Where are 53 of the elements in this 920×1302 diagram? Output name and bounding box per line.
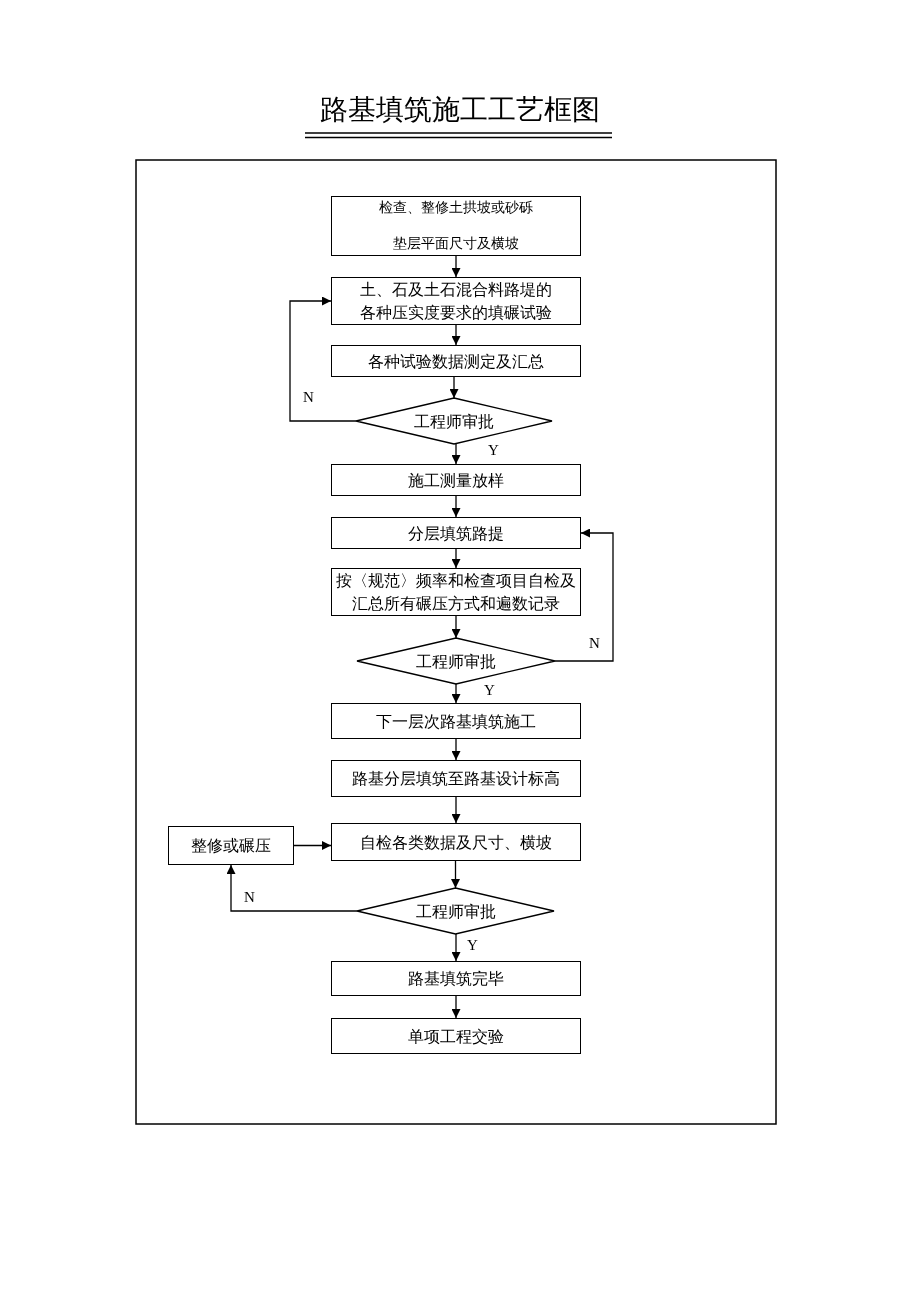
edge-label: N [302,389,315,405]
process-box [331,277,581,325]
arrow [451,324,461,346]
arrow [451,255,461,278]
node-text: 分层填筑路提 [407,523,505,544]
node-text: 自检各类数据及尺寸、横坡 [359,832,553,853]
edge-label: Y [483,682,496,698]
arrow [554,528,614,662]
diagram-title: 路基填筑施工工艺框图 [319,93,601,127]
decision-diamond [356,398,552,444]
arrow [451,933,461,962]
process-box [331,703,581,739]
edge-label: N [588,635,601,651]
node-text: 各种试验数据测定及汇总 [367,351,545,372]
process-box [331,464,581,496]
process-box [168,826,294,865]
arrow [293,841,332,850]
node-text: 按〈规范〉频率和检查项目自检及汇总所有碾压方式和遍数记录 [335,571,577,614]
process-box [331,1018,581,1054]
decision-diamond [357,888,554,934]
arrow [451,615,461,639]
node-text: 单项工程交验 [407,1026,505,1047]
node-text: 检查、整修土拱坡或砂砾垫层平面尺寸及横坡 [378,199,534,253]
node-text: 土、石及土石混合料路堤的各种压实度要求的填碾试验 [359,280,553,323]
node-text: 施工测量放样 [407,470,505,491]
process-box [331,823,581,861]
edge-label: N [243,889,256,905]
node-text: 整修或碾压 [190,836,272,856]
edge-label: Y [487,442,500,458]
process-box [331,517,581,549]
arrow [451,995,461,1019]
process-box [331,345,581,377]
arrow [451,443,461,465]
arrow [451,683,461,704]
process-box [331,196,581,256]
node-text: 下一层次路基填筑施工 [375,711,537,732]
node-text: 路基分层填筑至路基设计标高 [351,769,561,789]
arrow [226,864,358,912]
process-box [331,760,581,797]
arrow [289,296,357,422]
node-text: 工程师审批 [414,901,497,922]
arrow [451,548,461,569]
arrow [451,796,461,824]
process-box [331,961,581,996]
decision-diamond [357,638,555,684]
arrow [451,495,461,518]
arrow [449,376,459,399]
edge-label: Y [466,937,479,953]
node-text: 工程师审批 [413,411,495,432]
node-text: 工程师审批 [415,651,497,672]
arrow [451,738,461,761]
arrow [451,860,460,889]
node-text: 路基填筑完毕 [407,969,505,989]
